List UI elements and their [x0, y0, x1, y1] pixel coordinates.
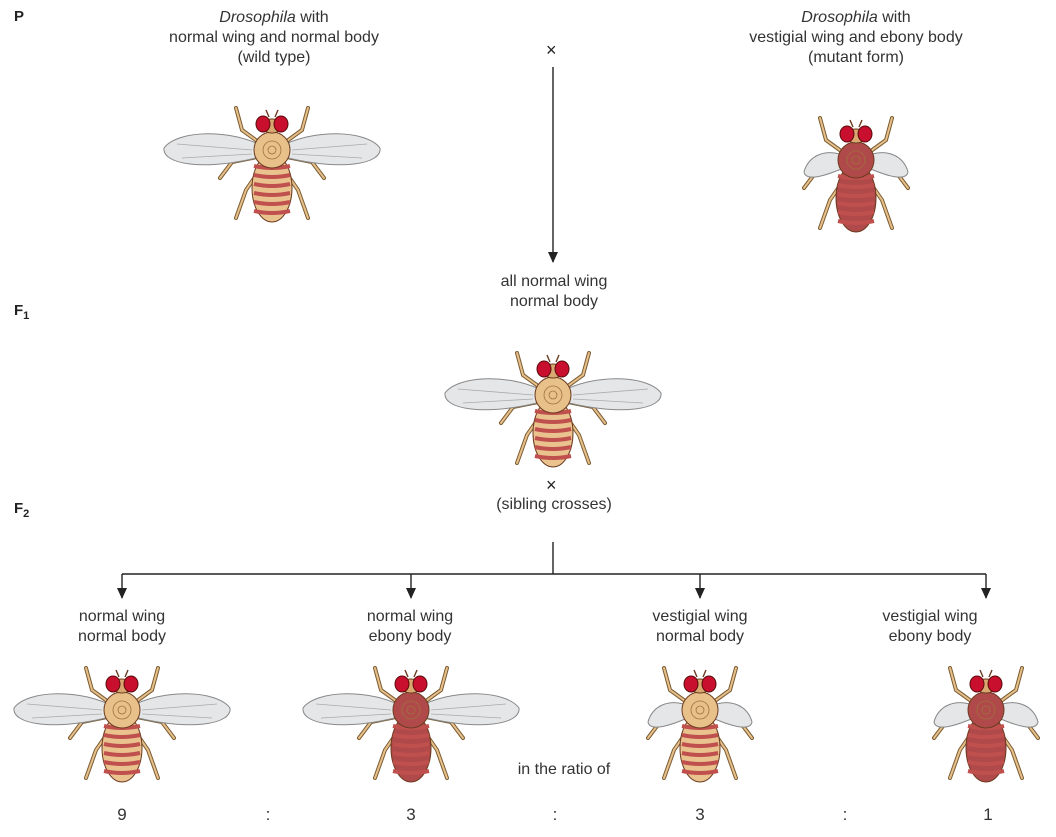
fly-offspring-normal-ebony-icon — [291, 640, 531, 800]
offspring-arrowhead-2 — [406, 588, 416, 599]
fly-offspring-normal-normal-icon — [2, 640, 242, 800]
fly-f1-icon — [433, 325, 673, 485]
offspring-arrowhead-1 — [117, 588, 127, 599]
fly-parent-wild-type-icon — [152, 80, 392, 240]
fly-offspring-vestigial-normal-icon — [580, 640, 820, 800]
parent-cross-arrowhead — [548, 252, 558, 263]
fly-parent-mutant-icon — [736, 90, 976, 250]
fly-offspring-vestigial-ebony-icon — [866, 640, 1056, 800]
offspring-arrowhead-4 — [981, 588, 991, 599]
offspring-arrowhead-3 — [695, 588, 705, 599]
